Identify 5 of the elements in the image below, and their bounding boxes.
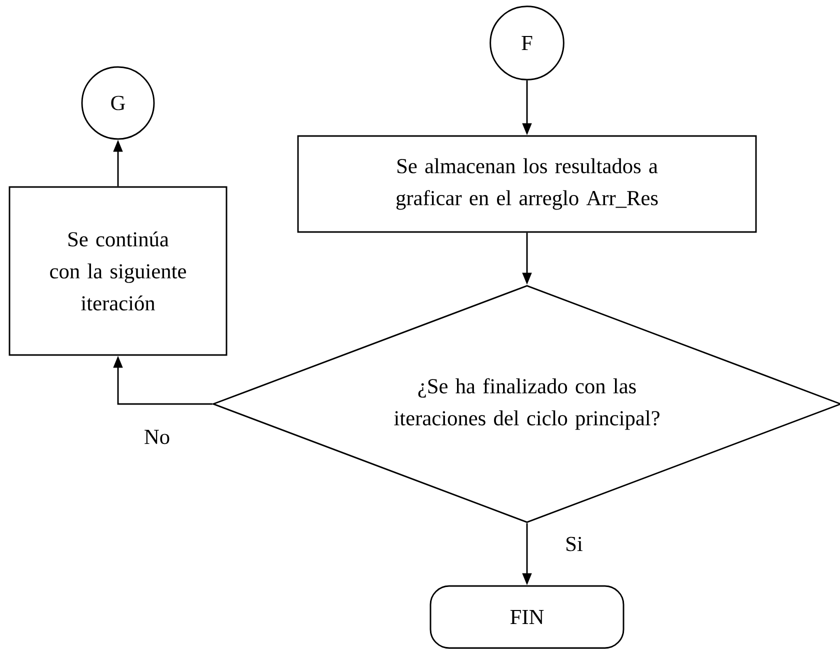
edge-label: Si [564, 536, 584, 552]
process-box: Se almacenan los resultados a graficar en el arreglo Arr_Res [297, 135, 757, 233]
edge-label: No [142, 428, 172, 446]
terminal-box: FIN [430, 585, 624, 649]
process-box: Se continúa con la siguiente iteración [8, 186, 228, 356]
